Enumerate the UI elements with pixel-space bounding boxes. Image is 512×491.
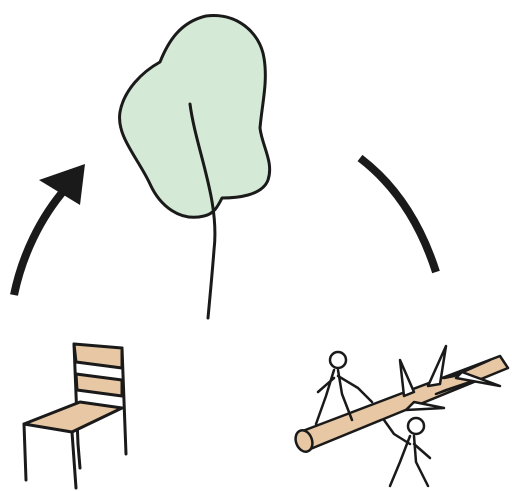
arrow-tree-to-log [360,158,436,272]
arc-shaft [360,158,436,272]
chair-seat [24,402,122,432]
person-figure-2 [384,418,430,486]
chair-front-leg-right [72,432,76,488]
tree-icon [120,15,270,318]
felled-log-icon [293,346,508,486]
arrow-chair-to-tree [14,164,85,295]
chair-backrest-bottom [76,374,122,396]
arrow-shaft [14,188,66,295]
chair-icon [24,344,126,488]
chair-front-leg-left [24,424,26,480]
log-branch-5 [406,402,444,410]
chair-rear-leg [78,444,80,468]
tree-canopy [120,15,270,217]
chair-backrest-top [74,344,122,368]
log-branch-1 [400,360,414,396]
